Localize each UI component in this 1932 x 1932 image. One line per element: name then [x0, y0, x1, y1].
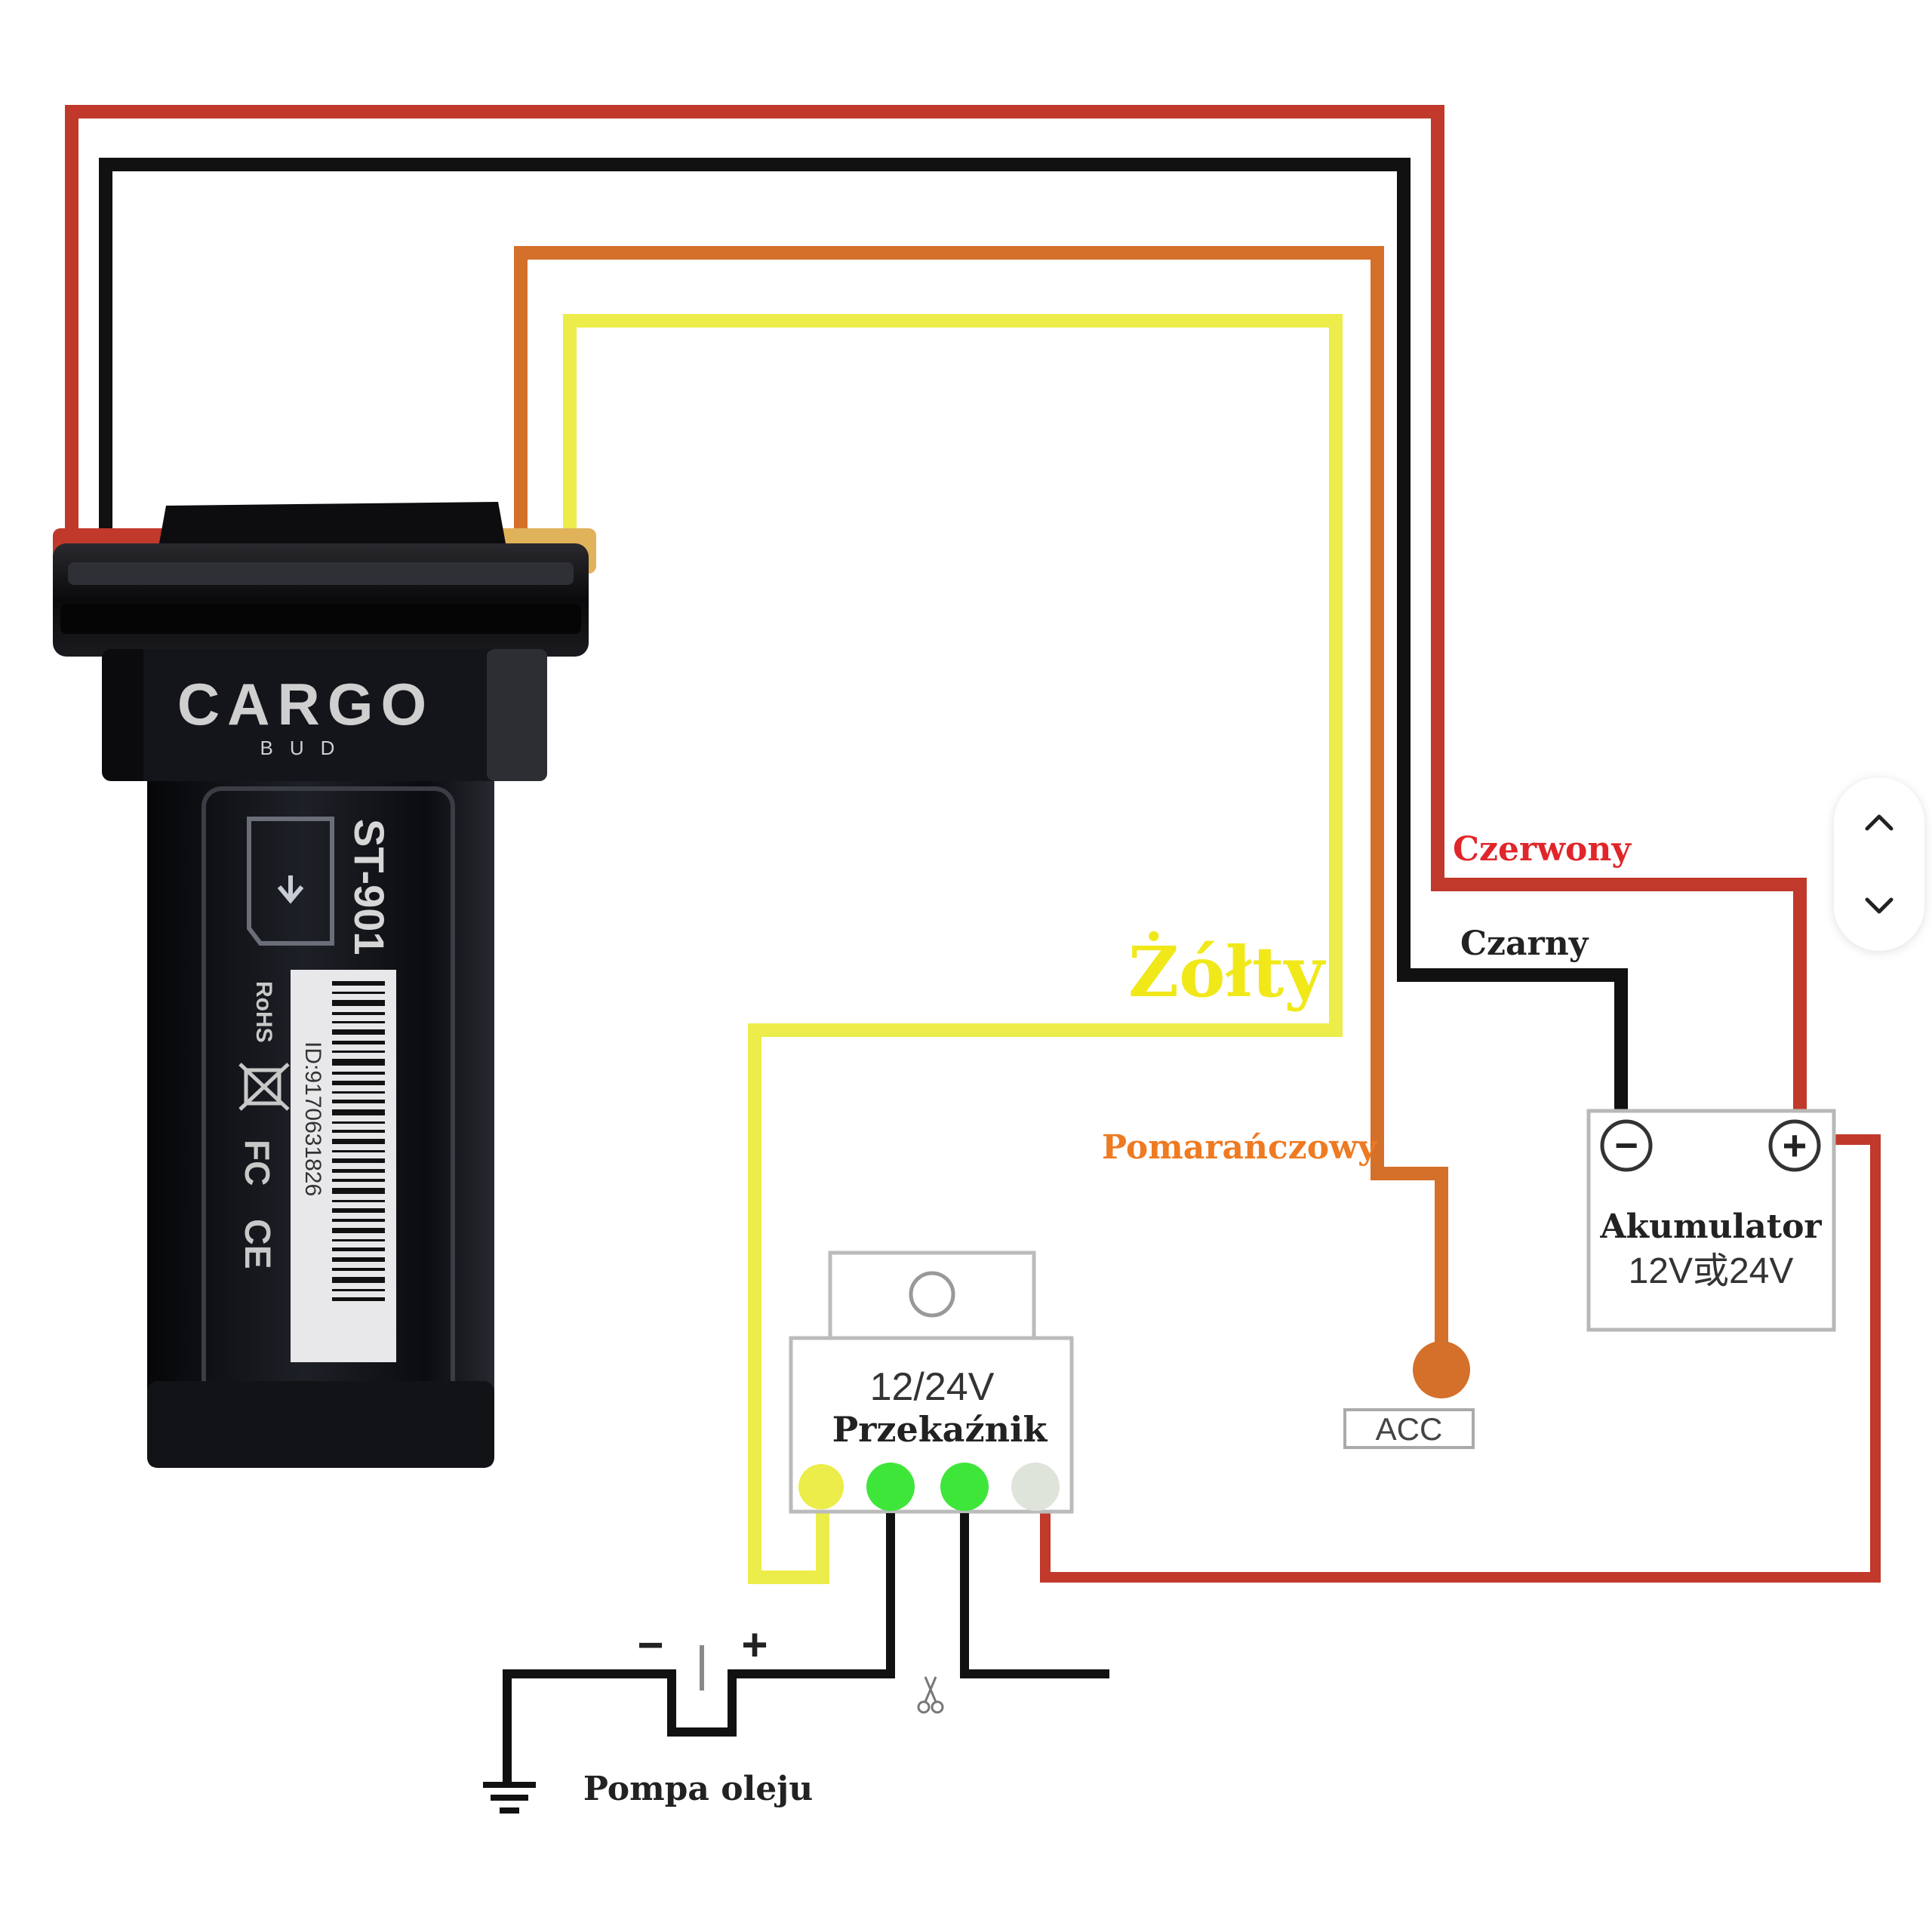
barcode-stripe: [332, 1041, 385, 1044]
device-mark-rohs: RoHS: [251, 981, 276, 1043]
pump-plus: +: [741, 1620, 768, 1670]
scissors-icon: [917, 1676, 944, 1714]
barcode-label: [291, 970, 396, 1362]
barcode-stripe: [332, 1100, 385, 1103]
barcode-stripe: [332, 1139, 385, 1144]
chevron-up-icon: [1865, 814, 1894, 831]
chevron-down-icon: [1865, 897, 1894, 914]
barcode-stripe: [332, 1059, 385, 1066]
device-barcode-id: ID:9170631826: [300, 1041, 325, 1196]
barcode-stripe: [332, 1081, 385, 1085]
relay: [789, 1251, 1074, 1514]
barcode-stripe: [332, 1289, 385, 1291]
pump-wire-left: [503, 1513, 895, 1785]
label-red: Czerwony: [1453, 830, 1632, 869]
barcode-stripe: [332, 1109, 385, 1115]
barcode: [332, 981, 385, 1301]
barcode-stripe: [332, 1000, 385, 1006]
battery: [1586, 1109, 1836, 1332]
barcode-stripe: [332, 992, 385, 994]
device-mark-fc: FC: [238, 1140, 277, 1186]
barcode-stripe: [332, 1239, 385, 1241]
barcode-stripe: [332, 1012, 385, 1015]
acc-label: ACC: [1376, 1411, 1443, 1447]
red-wire-top: [65, 105, 1807, 1117]
battery-minus-terminal: [1600, 1119, 1653, 1172]
device-brand-sub: BUD: [260, 737, 352, 759]
device-mark-ce: CE: [237, 1219, 277, 1269]
barcode-stripe: [332, 1277, 385, 1283]
relay-pin-yellow: [798, 1464, 844, 1509]
pump-minus: −: [637, 1620, 663, 1670]
device-model: ST-901: [346, 819, 393, 955]
barcode-stripe: [332, 1297, 385, 1301]
barcode-stripe: [332, 1029, 385, 1035]
barcode-stripe: [332, 1257, 385, 1262]
barcode-stripe: [332, 1169, 385, 1173]
barcode-stripe: [332, 1268, 385, 1271]
relay-title: Przekaźnik: [832, 1409, 1048, 1450]
label-orange: Pomarańczowy: [1102, 1128, 1378, 1167]
battery-minus: −: [1614, 1123, 1638, 1168]
scroll-nav: [1834, 777, 1924, 951]
barcode-stripe: [332, 1158, 385, 1163]
barcode-stripe: [332, 1219, 385, 1222]
battery-plus-terminal: [1768, 1119, 1821, 1172]
battery-title: Akumulator: [1599, 1208, 1822, 1246]
relay-voltage: 12/24V: [870, 1365, 995, 1409]
barcode-stripe: [332, 1130, 385, 1133]
barcode-stripe: [332, 1228, 385, 1233]
barcode-stripe: [332, 1021, 385, 1023]
label-yellow: Żółty: [1128, 931, 1326, 1013]
scroll-up-button[interactable]: [1834, 781, 1924, 864]
barcode-stripe: [332, 1179, 385, 1182]
gps-tracker-device: [53, 502, 596, 1468]
acc-terminal: [1413, 1341, 1470, 1398]
relay-pin-green-1: [866, 1463, 915, 1511]
barcode-stripe: [332, 1072, 385, 1075]
relay-pin-green-2: [940, 1463, 989, 1511]
barcode-stripe: [332, 1091, 385, 1094]
yellow-wire: [563, 314, 1343, 1584]
pump-label: Pompa oleju: [583, 1770, 813, 1808]
device-brand: CARGO: [177, 671, 434, 737]
barcode-stripe: [332, 1188, 385, 1194]
acc-box: [1343, 1408, 1475, 1449]
battery-plus: +: [1783, 1121, 1807, 1169]
red-wire-relay: [1040, 1134, 1881, 1583]
barcode-stripe: [332, 1150, 385, 1152]
barcode-stripe: [332, 1208, 385, 1213]
barcode-stripe: [332, 1121, 385, 1124]
barcode-stripe: [332, 1200, 385, 1202]
pump-wire-right: [960, 1513, 1109, 1678]
scroll-down-button[interactable]: [1834, 864, 1924, 947]
orange-wire: [514, 246, 1448, 1358]
black-wire: [99, 158, 1628, 1115]
label-black: Czarny: [1460, 924, 1589, 963]
barcode-stripe: [332, 1247, 385, 1251]
ground-icon: [483, 1782, 536, 1814]
relay-pin-grey: [1011, 1463, 1060, 1511]
barcode-stripe: [332, 981, 385, 986]
weee-bin-icon: [238, 1063, 290, 1111]
barcode-stripe: [332, 1051, 385, 1053]
battery-voltage: 12V或24V: [1629, 1251, 1794, 1291]
